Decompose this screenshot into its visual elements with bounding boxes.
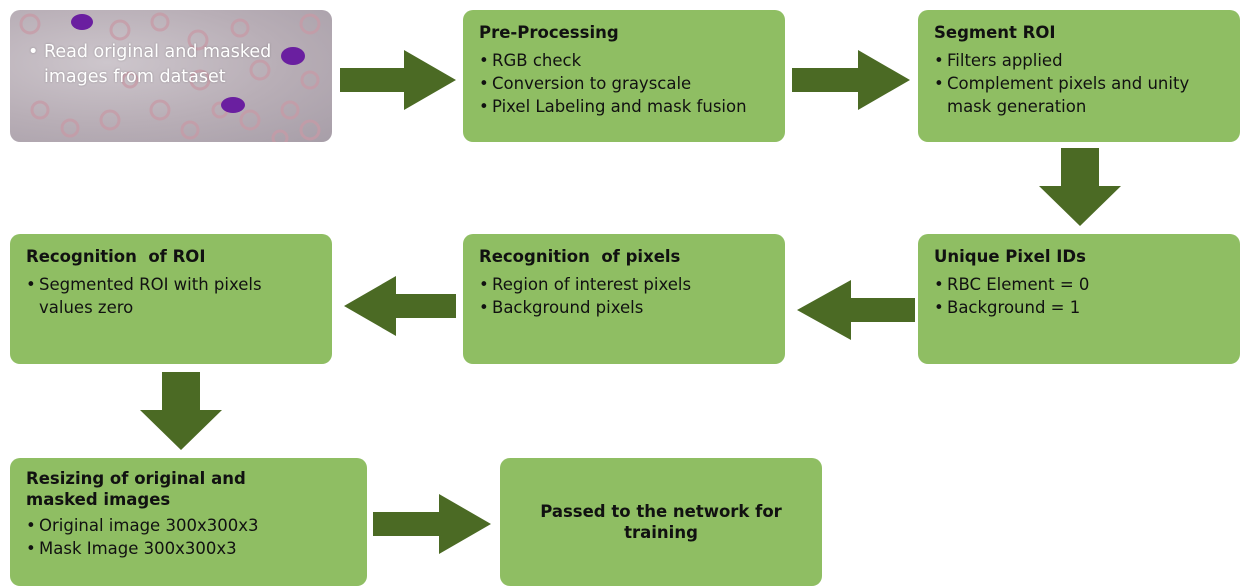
unique-pixel-ids-title: Unique Pixel IDs (934, 247, 1086, 266)
arrow-left-1 (797, 280, 915, 340)
arrow-left-2 (344, 276, 456, 336)
arrow-down-2 (140, 372, 222, 450)
segment-roi-list: Filters applied Complement pixels and un… (934, 49, 1224, 118)
unique-pixel-ids-item: RBC Element = 0 (934, 273, 1224, 296)
recognition-pixels-item: Background pixels (479, 296, 769, 319)
recognition-pixels-item: Region of interest pixels (479, 273, 769, 296)
unique-pixel-ids-step: Unique Pixel IDs RBC Element = 0 Backgro… (918, 234, 1240, 364)
segment-roi-item: Filters applied (934, 49, 1224, 72)
recognition-roi-list: Segmented ROI with pixels values zero (26, 273, 316, 319)
preprocessing-item: Pixel Labeling and mask fusion (479, 95, 769, 118)
recognition-roi-item: Segmented ROI with pixels values zero (26, 273, 294, 319)
read-images-step: Read original and masked images from dat… (10, 10, 332, 142)
recognition-pixels-step: Recognition of pixels Region of interest… (463, 234, 785, 364)
preprocessing-step: Pre-Processing RGB check Conversion to g… (463, 10, 785, 142)
recognition-roi-step: Recognition of ROI Segmented ROI with pi… (10, 234, 332, 364)
resizing-item: Original image 300x300x3 (26, 514, 351, 537)
recognition-pixels-list: Region of interest pixels Background pix… (479, 273, 769, 319)
resizing-title: Resizing of original and masked images (26, 469, 246, 509)
read-images-item: Read original and masked images from dat… (28, 40, 309, 90)
arrow-down-1 (1039, 148, 1121, 226)
preprocessing-title: Pre-Processing (479, 23, 619, 42)
segment-roi-step: Segment ROI Filters applied Complement p… (918, 10, 1240, 142)
preprocessing-list: RGB check Conversion to grayscale Pixel … (479, 49, 769, 118)
preprocessing-item: RGB check (479, 49, 769, 72)
resizing-list: Original image 300x300x3 Mask Image 300x… (26, 514, 351, 560)
recognition-pixels-title: Recognition of pixels (479, 247, 681, 266)
preprocessing-item: Conversion to grayscale (479, 72, 769, 95)
resizing-item: Mask Image 300x300x3 (26, 537, 351, 560)
arrow-right-3 (373, 494, 491, 554)
read-images-list: Read original and masked images from dat… (28, 40, 309, 90)
segment-roi-title: Segment ROI (934, 23, 1056, 42)
arrow-right-1 (340, 50, 456, 110)
recognition-roi-title: Recognition of ROI (26, 247, 206, 266)
arrow-right-2 (792, 50, 910, 110)
segment-roi-item: Complement pixels and unity mask generat… (934, 72, 1224, 118)
unique-pixel-ids-item: Background = 1 (934, 296, 1224, 319)
network-training-title: Passed to the network for training (540, 502, 782, 542)
resizing-step: Resizing of original and masked images O… (10, 458, 367, 586)
unique-pixel-ids-list: RBC Element = 0 Background = 1 (934, 273, 1224, 319)
network-training-step: Passed to the network for training (500, 458, 822, 586)
